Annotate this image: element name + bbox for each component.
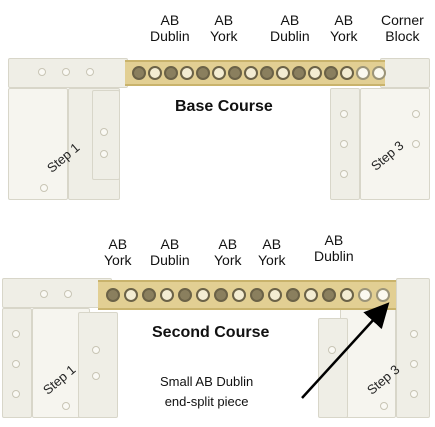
connector-ring [142, 288, 156, 302]
connector-ring [196, 66, 210, 80]
second-label-ab-york-3: AB York [258, 236, 286, 268]
second-dot [12, 330, 20, 338]
base-label-corner-block: Corner Block [381, 12, 424, 44]
connector-ring [106, 288, 120, 302]
second-label-ab-york-2: AB York [214, 236, 242, 268]
connector-ring [164, 66, 178, 80]
base-dot [100, 128, 108, 136]
connector-ring [212, 66, 226, 80]
base-dot [340, 110, 348, 118]
second-dot [410, 360, 418, 368]
connector-ring [376, 288, 390, 302]
connector-ring [308, 66, 322, 80]
connector-ring [260, 66, 274, 80]
second-label-ab-dublin-2: AB Dublin [314, 232, 354, 264]
base-dot [412, 110, 420, 118]
base-dot [100, 150, 108, 158]
connector-ring [292, 66, 306, 80]
connector-ring [268, 288, 282, 302]
second-right-inner-block [318, 318, 348, 418]
connector-ring [322, 288, 336, 302]
second-dot [92, 346, 100, 354]
second-right-step-block [340, 308, 396, 418]
connector-ring [180, 66, 194, 80]
connector-ring [356, 66, 370, 80]
base-label-ab-york-1: AB York [210, 12, 238, 44]
base-label-ab-dublin-1: AB Dublin [150, 12, 190, 44]
connector-ring [148, 66, 162, 80]
base-right-corner-block [380, 58, 430, 88]
connector-ring [228, 66, 242, 80]
connector-ring [340, 66, 354, 80]
connector-ring [304, 288, 318, 302]
connector-ring [214, 288, 228, 302]
connector-ring [196, 288, 210, 302]
second-dot [328, 346, 336, 354]
second-course-title: Second Course [152, 324, 270, 341]
connector-ring [276, 66, 290, 80]
connector-ring [358, 288, 372, 302]
second-dot [12, 360, 20, 368]
second-dot [410, 390, 418, 398]
base-dot [62, 68, 70, 76]
base-dot [412, 140, 420, 148]
connector-ring [232, 288, 246, 302]
second-dot [40, 290, 48, 298]
base-label-ab-dublin-2: AB Dublin [270, 12, 310, 44]
callout-note: Small AB Dublin end-split piece [160, 374, 254, 409]
base-dot [86, 68, 94, 76]
base-course-title: Base Course [175, 98, 273, 115]
second-dot [62, 402, 70, 410]
connector-ring [340, 288, 354, 302]
connector-ring [124, 288, 138, 302]
base-dot [340, 170, 348, 178]
base-left-step-block [8, 88, 68, 200]
second-label-ab-york-1: AB York [104, 236, 132, 268]
base-label-ab-york-2: AB York [330, 12, 358, 44]
second-dot [64, 290, 72, 298]
second-left-inner-block [78, 312, 118, 418]
base-dot [38, 68, 46, 76]
connector-ring [286, 288, 300, 302]
second-left-row-blocks [2, 278, 112, 308]
base-dot [40, 184, 48, 192]
connector-ring [324, 66, 338, 80]
connector-ring [244, 66, 258, 80]
connector-ring [132, 66, 146, 80]
connector-ring [372, 66, 386, 80]
connector-ring [250, 288, 264, 302]
connector-ring [178, 288, 192, 302]
second-dot [92, 372, 100, 380]
connector-ring [160, 288, 174, 302]
second-dot [410, 330, 418, 338]
second-label-ab-dublin-1: AB Dublin [150, 236, 190, 268]
second-dot [12, 390, 20, 398]
second-dot [380, 402, 388, 410]
base-dot [340, 140, 348, 148]
